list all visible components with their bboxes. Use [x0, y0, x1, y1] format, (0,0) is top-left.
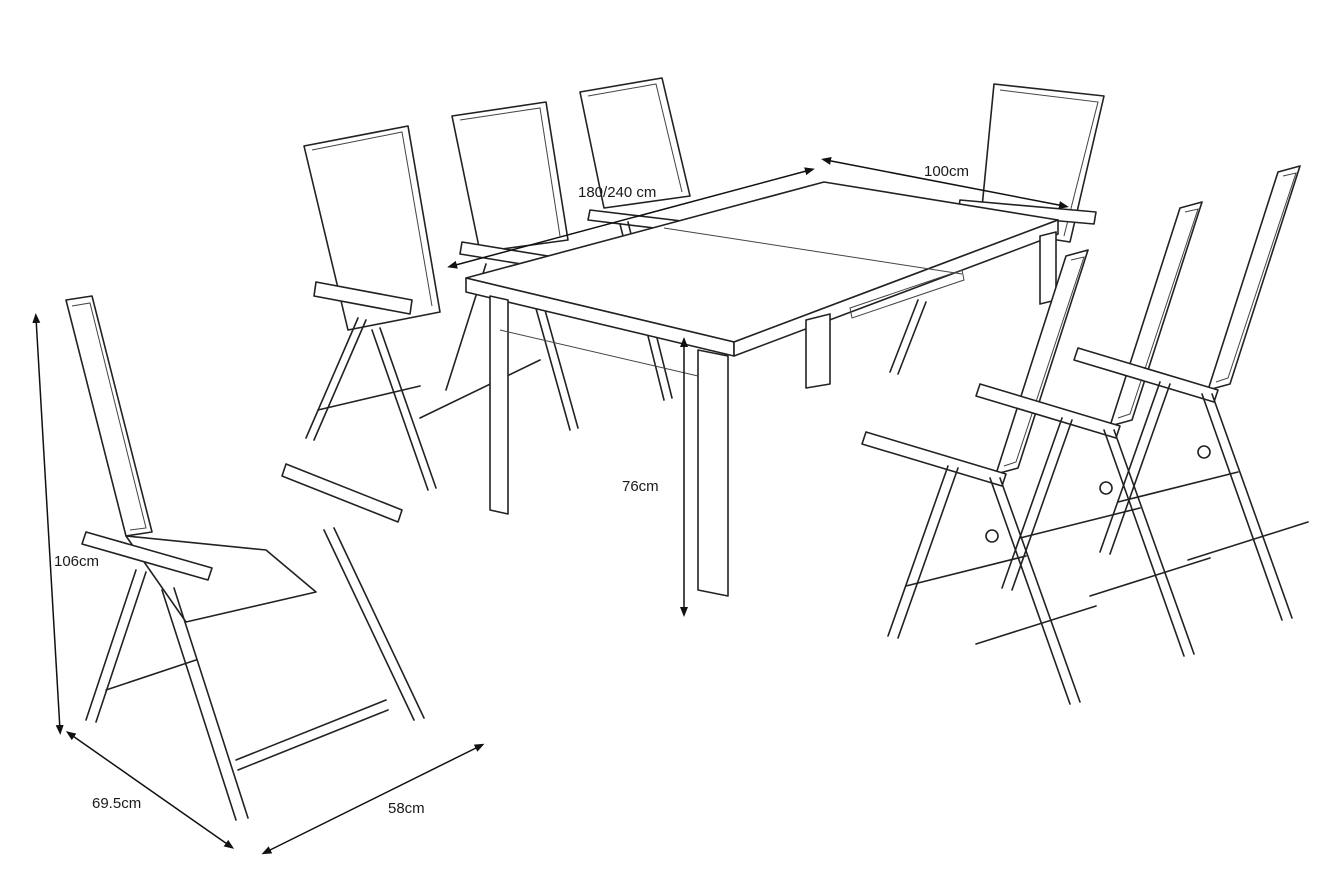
label-chair-depth: 69.5cm: [92, 795, 142, 812]
dim-arrow-chair-height: [32, 313, 64, 735]
extending-table: [465, 181, 1059, 597]
label-chair-width: 58cm: [388, 800, 425, 817]
dim-arrow-chair-width: [261, 743, 485, 855]
chair-front-right-1: [861, 249, 1097, 705]
label-table-length: 180/240 cm: [578, 184, 657, 201]
chair-back-row-1: [303, 125, 541, 491]
label-table-width: 100cm: [924, 163, 970, 180]
dim-arrow-table-width: [821, 157, 1069, 209]
label-chair-height: 106cm: [54, 553, 100, 570]
label-table-height: 76cm: [622, 478, 659, 495]
dim-arrow-table-length: [447, 167, 815, 269]
chair-front-left: [65, 295, 425, 821]
dim-arrow-chair-depth: [65, 731, 235, 849]
